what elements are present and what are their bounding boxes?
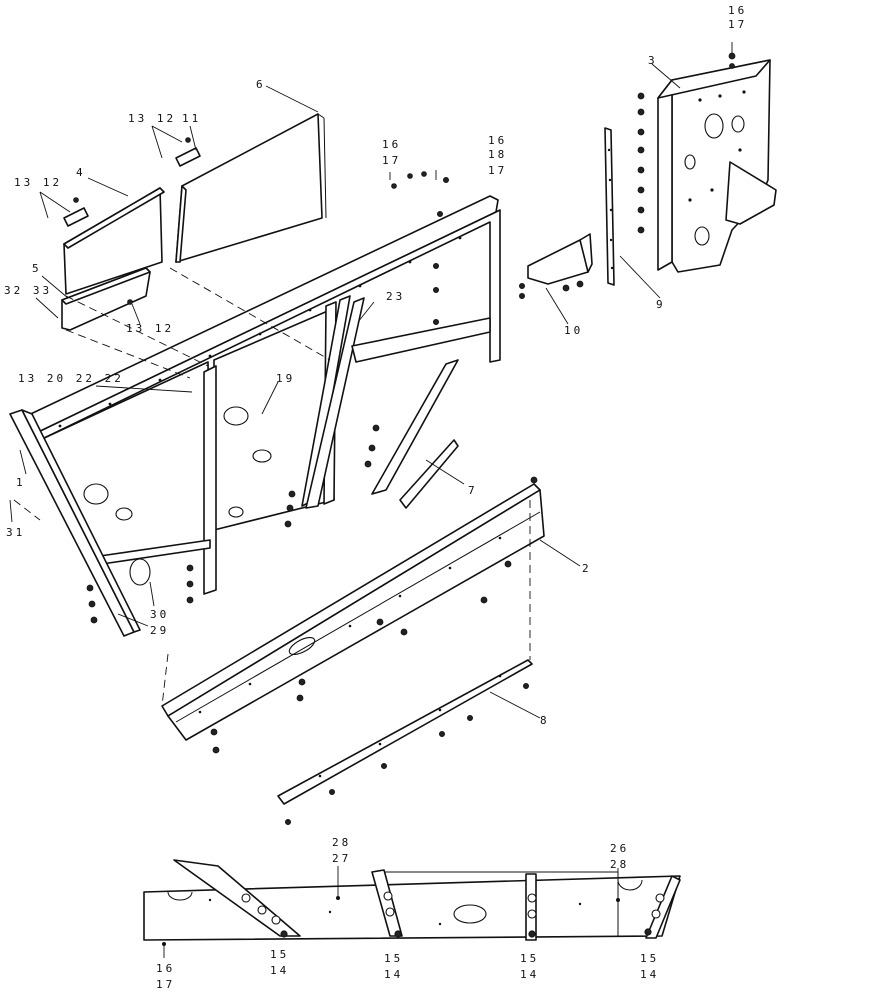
callout-13-12-lower: 13 12 (126, 322, 174, 335)
leader-lines (9, 42, 733, 958)
part-3-bolt-column (637, 92, 645, 234)
callout-17-mid: 17 (382, 154, 401, 167)
callout-16-bottom: 16 (156, 962, 175, 975)
callout-7: 7 (468, 484, 478, 497)
callout-28-mid: 28 (332, 836, 351, 849)
part-3-side-plate (637, 52, 777, 273)
callout-26-right: 26 (610, 842, 629, 855)
callout-10: 10 (564, 324, 583, 337)
callout-9: 9 (656, 298, 666, 311)
callout-16-top: 16 (728, 4, 747, 17)
callout-11: 11 (182, 112, 201, 125)
callout-28-right: 28 (610, 858, 629, 871)
part-7-strip (399, 439, 459, 509)
callout-29: 29 (150, 624, 169, 637)
part-9-strip (604, 127, 615, 286)
part-6-panel (175, 113, 327, 263)
callout-8: 8 (540, 714, 550, 727)
callout-27-mid: 27 (332, 852, 351, 865)
bottom-frame-side-view (143, 859, 681, 946)
callout-15-a: 15 (270, 948, 289, 961)
callout-15-b: 15 (384, 952, 403, 965)
part-5-angle (61, 267, 151, 331)
callout-16-right: 16 (488, 134, 507, 147)
main-frame (9, 171, 501, 637)
clip-brackets (63, 137, 201, 227)
callout-14-b: 14 (384, 968, 403, 981)
callout-14-c: 14 (520, 968, 539, 981)
callout-13-12-top: 13 12 (128, 112, 176, 125)
callout-1: 1 (16, 476, 26, 489)
callout-6: 6 (256, 78, 266, 91)
callout-32-33: 32 33 (4, 284, 52, 297)
callout-labels: 16 17 3 6 13 12 11 16 17 16 18 17 13 12 … (4, 4, 747, 991)
callout-23: 23 (386, 290, 405, 303)
callout-17-top: 17 (728, 18, 747, 31)
callout-31: 31 (6, 526, 25, 539)
callout-13-12-left: 13 12 (14, 176, 62, 189)
alignment-lines (13, 267, 531, 707)
part-8-strip (277, 659, 533, 826)
callout-15-c: 15 (520, 952, 539, 965)
callout-14-a: 14 (270, 964, 289, 977)
callout-17-right: 17 (488, 164, 507, 177)
callout-30: 30 (150, 608, 169, 621)
callout-16-mid: 16 (382, 138, 401, 151)
callout-3: 3 (648, 54, 658, 67)
callout-2: 2 (582, 562, 592, 575)
callout-4: 4 (76, 166, 86, 179)
callout-17-bottom: 17 (156, 978, 175, 991)
part-4-panel (63, 187, 165, 295)
callout-18-right: 18 (488, 148, 507, 161)
callout-5: 5 (32, 262, 42, 275)
callout-13-20-22-22: 13 20 22 22 (18, 372, 124, 385)
callout-19: 19 (276, 372, 295, 385)
part-10-bracket (519, 233, 593, 299)
part-2-channel (161, 476, 545, 754)
callout-14-d: 14 (640, 968, 659, 981)
callout-15-d: 15 (640, 952, 659, 965)
